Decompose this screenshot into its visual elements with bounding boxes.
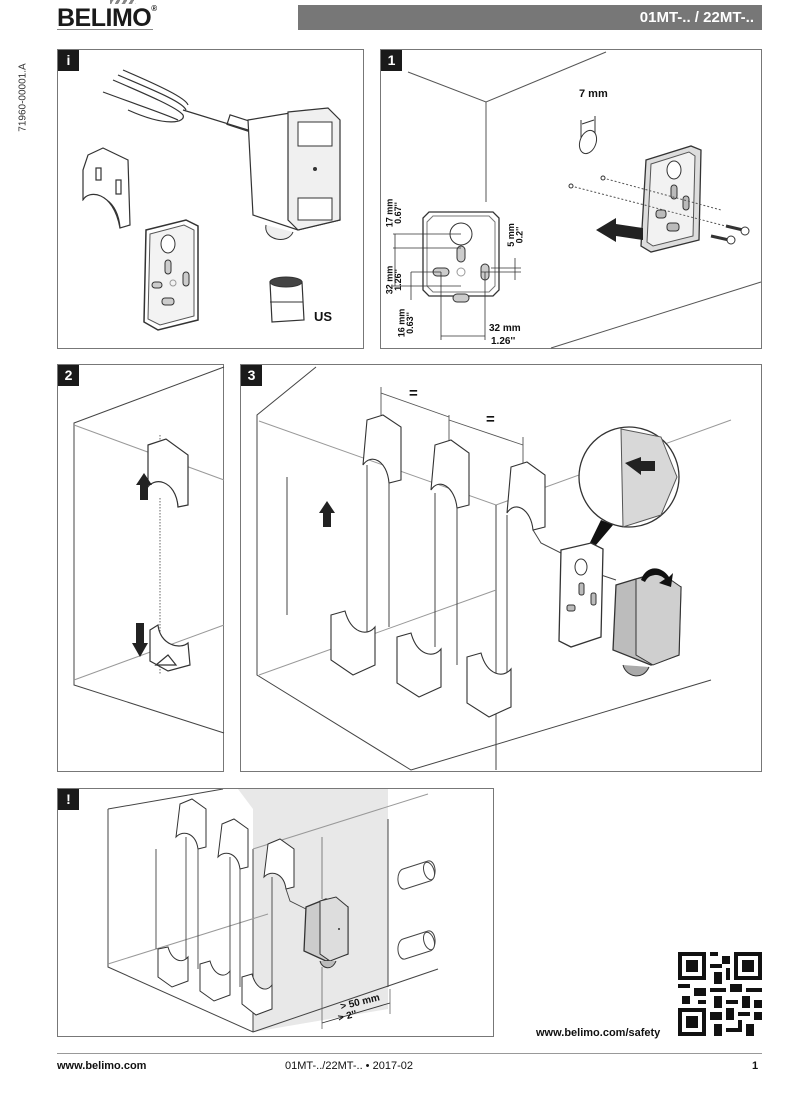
drill-hole-icon [578, 116, 598, 155]
logo-underline [57, 29, 153, 30]
clip-installation-illustration [73, 366, 225, 734]
thermostat-device-icon [247, 107, 341, 240]
minimum-clearance-illustration [107, 789, 439, 1033]
dimension-drawing [393, 211, 521, 340]
spacing-dimension-lines [380, 387, 524, 465]
mounting-plate-icon [143, 219, 199, 331]
duct-edge-lines [107, 789, 439, 1033]
us-conduit-adapter-icon [269, 276, 305, 323]
footer-website-link[interactable]: www.belimo.com [57, 1060, 147, 1072]
brand-logo-mark [110, 0, 136, 4]
package-contents-illustration [82, 69, 341, 331]
safety-link[interactable]: www.belimo.com/safety [536, 1027, 661, 1039]
equal-spacing-label-2: = [486, 411, 495, 428]
clearance-dimension-line [321, 1002, 391, 1024]
slide-arrow-icon [625, 457, 655, 475]
us-adapter-label: US [314, 309, 333, 324]
dim-0.67in-label: 0.67'' [392, 202, 403, 224]
screws-icon [568, 175, 750, 245]
duct-edge-lines [407, 51, 762, 349]
qr-code-icon[interactable] [678, 952, 762, 1036]
down-arrow-icon [132, 623, 148, 657]
rotate-arrow-icon [641, 568, 673, 587]
registered-mark: ® [151, 4, 157, 13]
brand-logo: BELIMO® [57, 4, 157, 33]
clips-top-icon [362, 414, 546, 531]
panel-warning: ! [57, 788, 494, 1037]
clips-bottom-icon [330, 610, 512, 718]
dim-32mm-horizontal-label: 32 mm [489, 323, 521, 334]
screw-alignment-lines [570, 177, 742, 231]
footer-document-reference: 01MT-../22MT-.. • 2017-02 [285, 1060, 413, 1072]
capillary-mounting-illustration [256, 366, 732, 771]
capillary-lines [155, 837, 311, 989]
dim-0.63in-label: 0.63'' [404, 312, 415, 334]
product-title-bar: 01MT-.. / 22MT-.. [298, 5, 762, 30]
page-number: 1 [752, 1060, 759, 1072]
brand-name: BELIMO [57, 4, 152, 32]
pipes-icon [397, 860, 436, 960]
panel-badge-step-3: 3 [241, 365, 262, 386]
capillary-coil-icon [102, 69, 252, 132]
thermostat-device-icon [612, 568, 682, 677]
lower-clip-icon [149, 623, 191, 672]
panel-step-1: 1 [380, 49, 762, 349]
panel-step-2: 2 [57, 364, 225, 772]
mounting-plate-drilling-illustration [393, 51, 762, 349]
dim-1.26in-vertical-label: 1.26'' [392, 269, 403, 291]
panel-step-3: 3 [240, 364, 762, 772]
up-arrow-icon [319, 501, 335, 527]
upper-clip-icon [145, 438, 189, 508]
panel-badge-warning: ! [58, 789, 79, 810]
mounting-direction-arrow-icon [596, 218, 643, 242]
mounting-plate-3d-icon [640, 145, 702, 253]
panel-badge-step-2: 2 [58, 365, 79, 386]
thermostat-device-icon [303, 896, 349, 969]
panel-info: i [57, 49, 364, 349]
product-title: 01MT-.. / 22MT-.. [639, 9, 754, 26]
duct-edge-lines [73, 366, 225, 734]
mounting-plate-icon [558, 542, 604, 648]
panel-badge-info: i [58, 50, 79, 71]
equal-spacing-label-1: = [409, 385, 418, 402]
capillary-clip-icon [82, 147, 131, 229]
dim-0.2in-label: 0.2'' [514, 226, 525, 244]
dim-1.26in-horizontal-label: 1.26'' [491, 336, 516, 347]
clips-bottom-icon [157, 946, 273, 1016]
clips-top-icon [175, 798, 295, 890]
panel-badge-step-1: 1 [381, 50, 402, 71]
footer-divider [57, 1053, 762, 1054]
up-arrow-icon [136, 473, 152, 500]
document-id: 71960-00001.A [17, 63, 29, 132]
drill-diameter-label: 7 mm [579, 88, 608, 100]
